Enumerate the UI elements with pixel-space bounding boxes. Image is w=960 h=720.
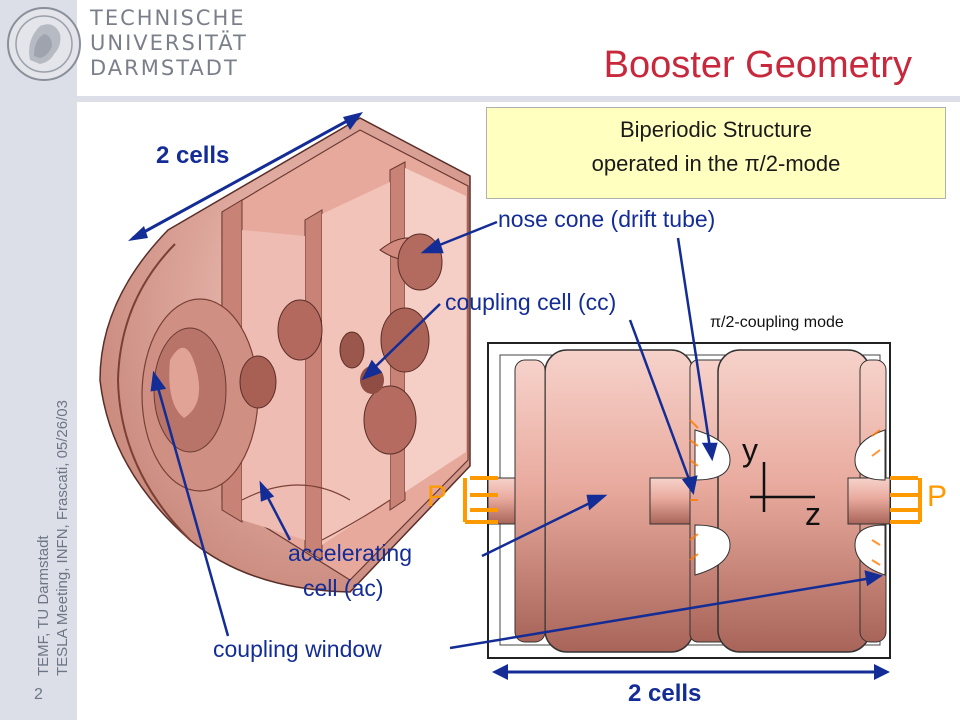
accelerating-cell-label-2: cell (ac)	[303, 575, 384, 601]
info-box: Biperiodic Structure operated in the π/2…	[486, 107, 946, 199]
coupling-cell-label: coupling cell (cc)	[445, 289, 617, 315]
cells-bottom-label: 2 cells	[628, 680, 702, 707]
cells-bottom-arrow	[492, 664, 890, 680]
coupling-mode-label: π/2-coupling mode	[710, 314, 844, 331]
port-left-symbol	[463, 476, 498, 524]
axis-z-label: z	[805, 496, 821, 532]
accelerating-cell-label-1: accelerating	[288, 540, 413, 566]
nose-cone-label: nose cone (drift tube)	[498, 206, 716, 232]
info-box-line-1: Biperiodic Structure	[620, 117, 812, 142]
page-title: Booster Geometry	[603, 44, 912, 86]
university-line-1: TECHNISCHE	[90, 6, 246, 30]
coupling-window-label: coupling window	[213, 636, 382, 662]
cavity-cutaway-model	[99, 117, 471, 593]
port-right-symbol	[890, 476, 922, 524]
header-divider	[77, 96, 960, 102]
port-left-label: P	[427, 480, 448, 513]
header-bar	[77, 0, 960, 96]
cavity-cross-section	[487, 342, 891, 659]
info-box-line-2: operated in the π/2-mode	[591, 151, 841, 176]
sidebar	[0, 0, 77, 720]
axis-y-label: y	[742, 432, 758, 468]
port-right-label: P	[927, 480, 948, 513]
cells-top-arrow	[128, 112, 363, 241]
university-name: TECHNISCHE UNIVERSITÄT DARMSTADT	[90, 6, 248, 81]
pointer-lines	[150, 220, 883, 650]
university-line-2: UNIVERSITÄT	[90, 31, 248, 55]
page-number: 2	[34, 686, 43, 703]
cells-top-label: 2 cells	[156, 142, 230, 169]
university-line-3: DARMSTADT	[90, 56, 239, 80]
